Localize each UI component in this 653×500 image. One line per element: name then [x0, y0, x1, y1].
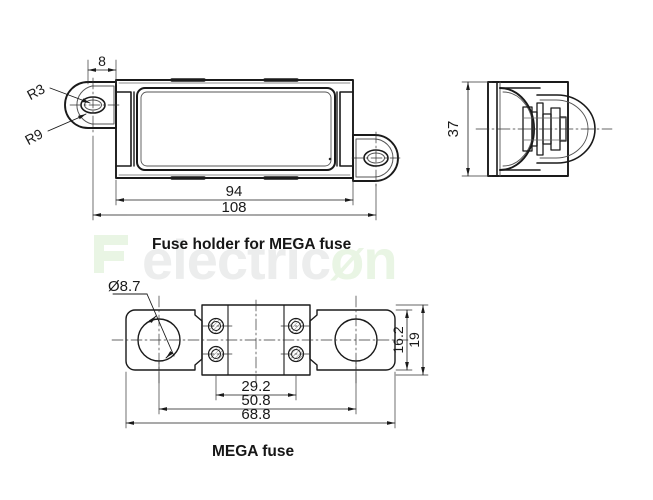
label-body-length: 94	[226, 183, 243, 200]
label-fuse-overall-length: 68.8	[241, 406, 270, 423]
label-hole-diameter: Ø8.7	[108, 278, 141, 295]
dim-overall-height	[395, 304, 429, 376]
fuse-holder-side-view	[461, 81, 613, 177]
dim-overall-length	[92, 135, 377, 221]
holder-cover-window	[136, 78, 336, 180]
holder-housing	[115, 79, 354, 179]
label-overall-height: 19	[406, 332, 422, 348]
label-tab-width: 8	[98, 53, 106, 69]
caption-fuse-holder: Fuse holder for MEGA fuse	[152, 236, 352, 253]
label-radius-r3: R3	[24, 80, 48, 103]
fuse-centerlines	[111, 295, 411, 387]
fuse-holder-front-view	[47, 59, 401, 221]
caption-mega-fuse: MEGA fuse	[212, 443, 295, 460]
mega-fuse-plan-view	[111, 293, 429, 429]
dim-radius-r9	[47, 113, 87, 132]
label-rivet-span: 29.2	[241, 378, 270, 395]
label-hole-centers: 50.8	[241, 392, 270, 409]
tab-centerlines	[69, 77, 401, 187]
label-radius-r9: R9	[22, 125, 46, 148]
dim-height	[461, 81, 493, 177]
dim-rivet-span	[215, 375, 297, 401]
label-body-height: 16.2	[390, 326, 406, 353]
dim-tab-width	[87, 59, 117, 85]
label-overall-length: 108	[221, 199, 246, 216]
dim-overall-length-fuse	[125, 371, 396, 429]
label-side-height: 37	[445, 121, 462, 138]
dim-body-height	[395, 309, 413, 371]
dimension-labels: 8 R3 R9 94 108 37 Ø8.7 29.2 50.8 68.8 16…	[22, 53, 462, 423]
dim-radius-r3	[49, 87, 91, 104]
dim-hole-diameter	[112, 293, 175, 359]
dim-body-length	[115, 179, 354, 206]
dim-hole-centers	[158, 361, 357, 415]
